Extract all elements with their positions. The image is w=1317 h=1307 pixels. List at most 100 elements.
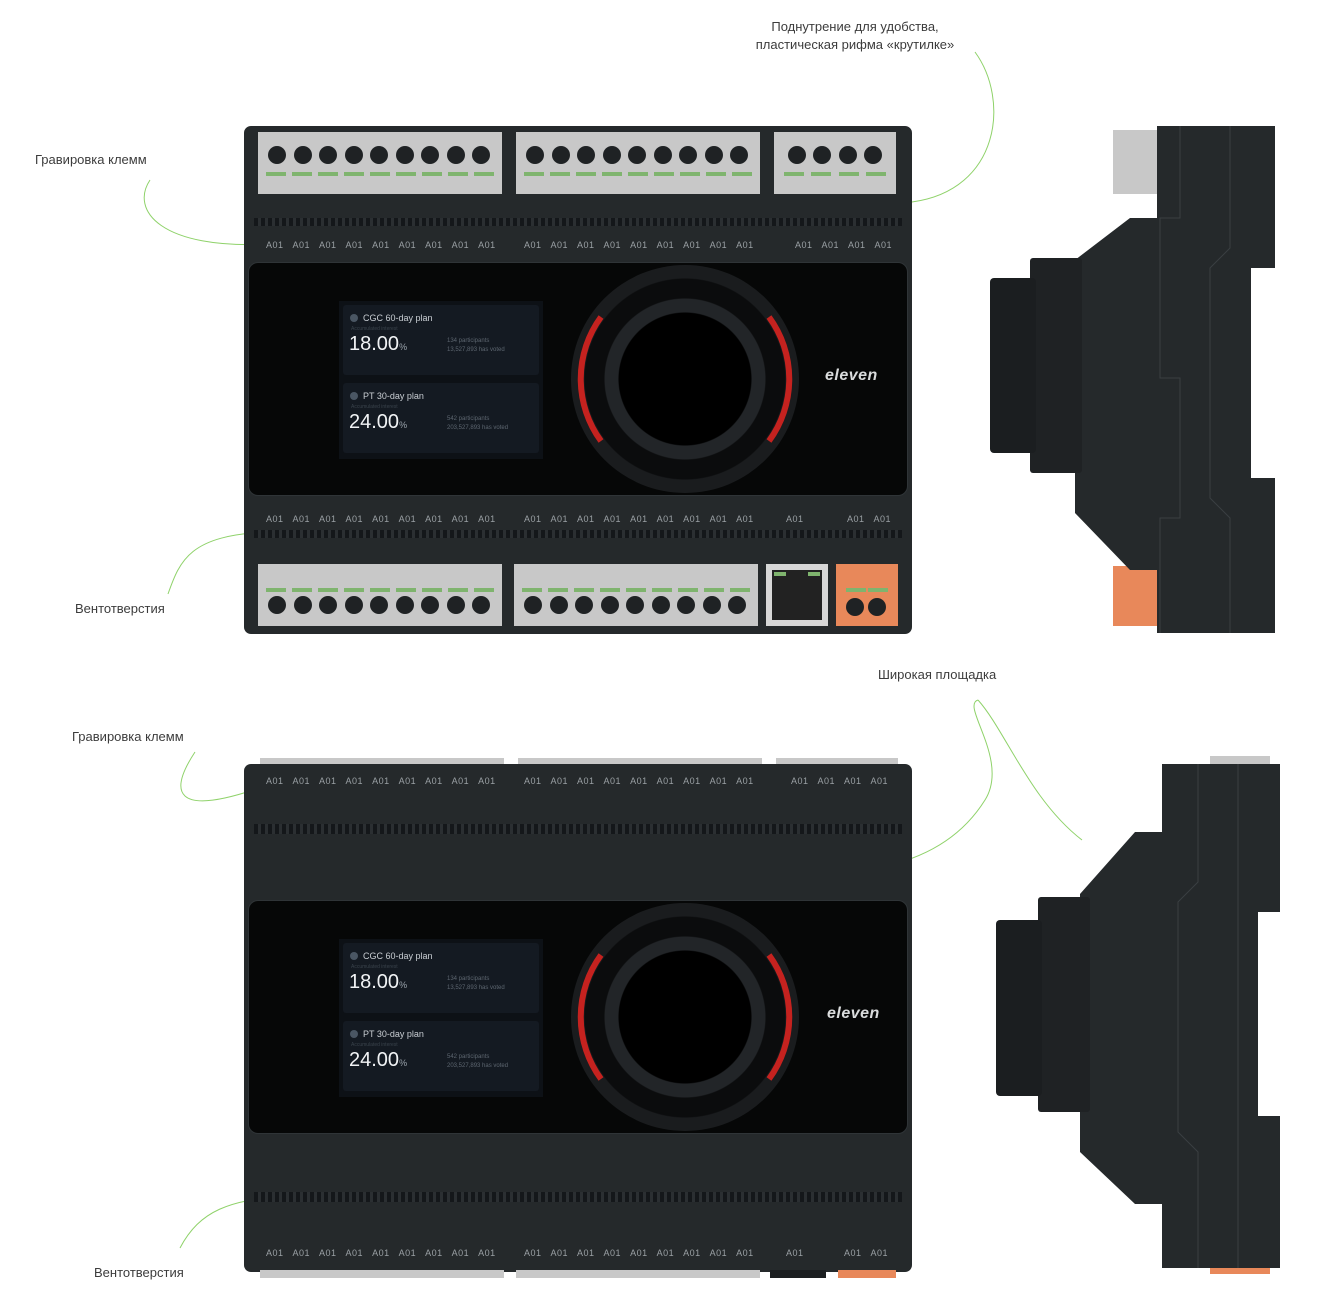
terminal-marker xyxy=(474,172,494,176)
terminal-label: A01 xyxy=(398,776,417,786)
terminal-block-bottom-2 xyxy=(514,564,758,626)
terminal-marker xyxy=(732,172,752,176)
terminal-screw xyxy=(575,596,593,614)
terminal-marker xyxy=(784,172,804,176)
terminal-screw xyxy=(268,146,286,164)
terminal-label: A01 xyxy=(345,514,364,524)
terminal-label: A01 xyxy=(683,514,701,524)
lcd-display: CGC 60-day plan Accumulated interest 18.… xyxy=(339,939,543,1097)
terminal-label: A01 xyxy=(577,776,595,786)
terminal-label: A01 xyxy=(451,776,470,786)
terminal-edge-bottom-1 xyxy=(260,1270,504,1278)
coin-icon xyxy=(350,314,358,322)
terminal-label: A01 xyxy=(844,1248,862,1258)
terminal-label: A01 xyxy=(398,514,417,524)
terminal-screw xyxy=(788,146,806,164)
terminal-label: A01 xyxy=(478,1248,496,1258)
terminal-label: A01 xyxy=(319,776,337,786)
terminal-label: A01 xyxy=(266,776,284,786)
coin-icon xyxy=(350,952,358,960)
port-led xyxy=(774,572,786,576)
terminal-screw xyxy=(838,146,857,164)
terminal-label: A01 xyxy=(550,240,569,250)
terminal-label: A01 xyxy=(372,240,390,250)
terminal-label: A01 xyxy=(603,240,622,250)
terminal-marker xyxy=(865,172,886,176)
terminal-screw xyxy=(863,146,882,164)
terminal-label: A01 xyxy=(630,240,648,250)
brand-logo: eleven xyxy=(827,1005,880,1022)
terminal-label: A01 xyxy=(451,1248,470,1258)
terminal-block-top-1 xyxy=(258,132,502,194)
terminal-marker xyxy=(730,588,750,592)
terminal-marker xyxy=(548,588,568,592)
terminal-marker xyxy=(550,172,570,176)
terminal-screw xyxy=(651,596,670,614)
terminal-label: A01 xyxy=(524,514,542,524)
front-panel: CGC 60-day plan Accumulated interest 18.… xyxy=(248,900,908,1134)
side-terminal-bottom xyxy=(1113,566,1158,626)
vent-row-top xyxy=(254,824,902,834)
terminal-edge-bottom-2 xyxy=(516,1270,760,1278)
terminal-screw xyxy=(551,146,570,164)
terminal-label: A01 xyxy=(372,776,390,786)
terminal-marker xyxy=(706,172,726,176)
engraving-callout-top: Гравировка клемм xyxy=(35,152,147,167)
plan-card-title: CGC 60-day plan xyxy=(363,951,433,961)
terminal-label: A01 xyxy=(319,240,337,250)
rotary-knob[interactable] xyxy=(571,265,799,493)
terminal-screw xyxy=(653,146,672,164)
terminal-label: A01 xyxy=(656,776,675,786)
terminal-screw xyxy=(472,596,490,614)
terminal-label: A01 xyxy=(683,1248,701,1258)
rotary-knob[interactable] xyxy=(571,903,799,1131)
terminal-marker xyxy=(266,172,286,176)
terminal-label: A01 xyxy=(817,776,836,786)
knob-red-glow xyxy=(577,315,793,443)
vents-callout-bottom: Вентотверстия xyxy=(94,1265,184,1280)
notch-callout-line2: пластическая рифма «крутилке» xyxy=(755,37,955,52)
terminal-label: A01 xyxy=(524,240,542,250)
side-terminal-top xyxy=(1113,130,1158,194)
terminal-marker xyxy=(524,172,544,176)
terminal-marker xyxy=(838,172,859,176)
terminal-label: A01 xyxy=(821,240,840,250)
terminal-marker xyxy=(344,172,364,176)
terminal-screw xyxy=(446,146,465,164)
plan-card-1: CGC 60-day plan Accumulated interest 18.… xyxy=(343,943,539,1013)
terminal-screw xyxy=(602,146,621,164)
terminal-marker xyxy=(628,172,648,176)
terminal-label: A01 xyxy=(292,1248,311,1258)
plan-card-title: CGC 60-day plan xyxy=(363,313,433,323)
terminal-screw xyxy=(577,146,595,164)
ethernet-edge xyxy=(770,1270,826,1278)
knob-red-glow xyxy=(577,953,793,1081)
plan-card-subtitle: Accumulated interest xyxy=(351,1042,398,1048)
terminal-marker xyxy=(626,588,646,592)
plan-card-title: PT 30-day plan xyxy=(363,1029,424,1039)
terminal-label: A01 xyxy=(292,240,311,250)
terminal-screw xyxy=(846,598,864,616)
lcd-display: CGC 60-day plan Accumulated interest 18.… xyxy=(339,301,543,459)
terminal-marker xyxy=(678,588,698,592)
terminal-label: A01 xyxy=(345,776,364,786)
ethernet-port[interactable] xyxy=(766,564,828,626)
terminal-label: A01 xyxy=(577,1248,595,1258)
terminal-marker xyxy=(292,588,312,592)
terminal-label: A01 xyxy=(736,514,754,524)
terminal-label: A01 xyxy=(656,1248,675,1258)
terminal-label: A01 xyxy=(425,776,443,786)
terminal-marker xyxy=(318,172,338,176)
terminal-label: A01 xyxy=(630,514,648,524)
vents-callout-top: Вентотверстия xyxy=(75,601,165,616)
plan-card-2: PT 30-day plan Accumulated interest 24.0… xyxy=(343,1021,539,1091)
vent-row-bottom xyxy=(254,1192,902,1202)
terminal-marker xyxy=(396,588,416,592)
terminal-label: A01 xyxy=(345,240,364,250)
side-terminal-bottom xyxy=(1210,1264,1270,1274)
terminal-label: A01 xyxy=(603,514,622,524)
